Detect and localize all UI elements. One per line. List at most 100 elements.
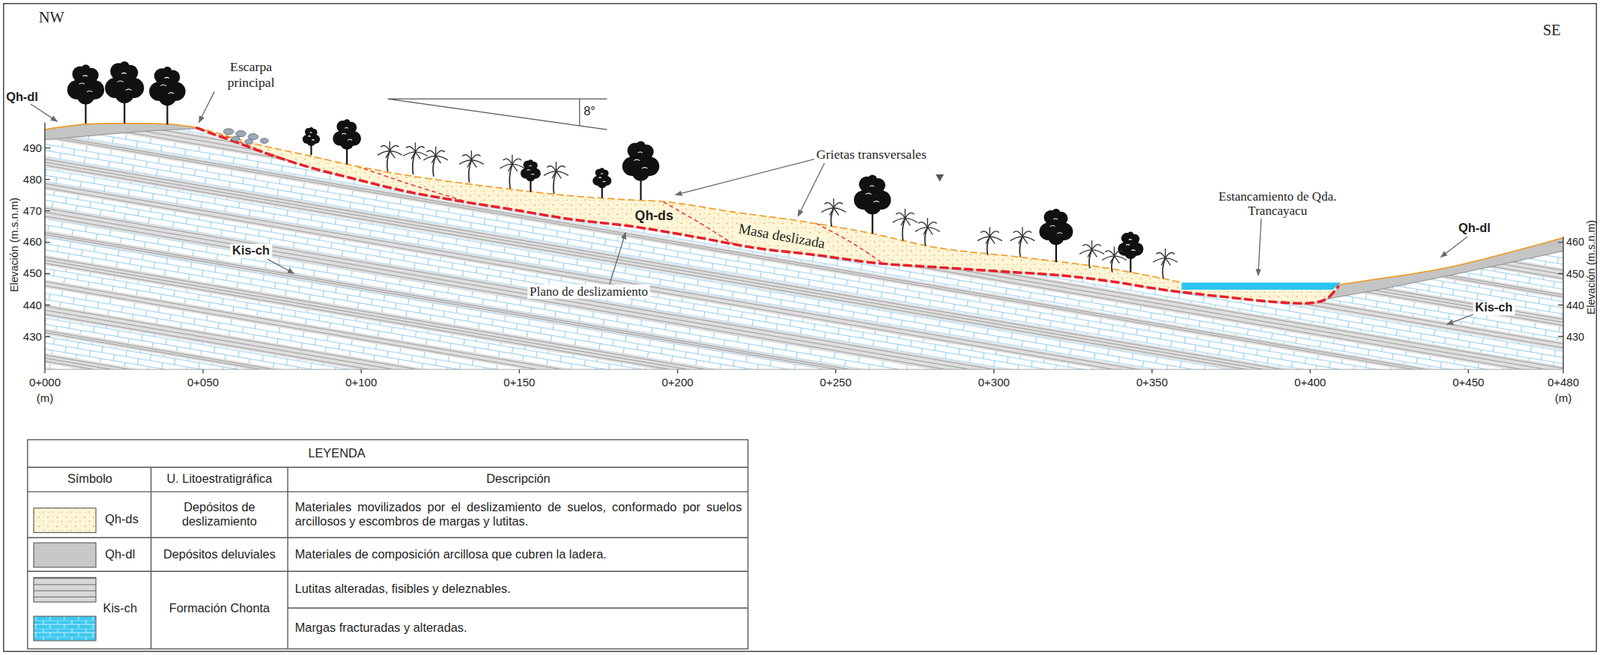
legend-description: Lutitas alteradas, fisibles y deleznable… <box>295 582 511 598</box>
tree-canopy <box>76 86 95 105</box>
palm-frond <box>380 145 390 151</box>
palm-symbol <box>1079 241 1105 269</box>
tick-label: 0+100 <box>345 376 377 389</box>
palm-symbol <box>423 146 448 177</box>
legend-unit: Depósitos de deslizamiento <box>155 501 283 530</box>
palm-frond <box>904 212 914 218</box>
tree-canopy <box>163 66 173 76</box>
shale-band <box>44 34 1564 299</box>
axis-title: Elevación (m.s.n.m) <box>8 197 21 293</box>
tick-label: 460 <box>23 235 42 249</box>
ground-surface-line <box>1338 238 1564 286</box>
palm-frond <box>1013 231 1023 237</box>
cobble <box>223 128 234 135</box>
landslide-surface-line <box>196 127 1183 283</box>
palm-frond <box>1114 256 1120 264</box>
leader-arrow <box>608 232 626 287</box>
cobble <box>231 136 240 142</box>
palm-frond <box>985 236 990 245</box>
palm-symbol <box>459 151 484 183</box>
ground-surface-line <box>44 123 197 130</box>
tree-symbol <box>592 167 612 198</box>
palm-frond <box>1165 258 1171 266</box>
tick-label: 0+000 <box>29 376 61 389</box>
palm-frond <box>927 222 937 228</box>
legend-swatch <box>33 543 96 568</box>
palm-symbol <box>1152 249 1178 280</box>
shale-band <box>44 83 1564 351</box>
tick-label: 470 <box>23 204 42 218</box>
tree-canopy <box>115 84 135 104</box>
leader-arrow <box>1447 313 1478 325</box>
palm-frond <box>426 150 436 156</box>
palm-frond <box>462 155 472 161</box>
callout-label: Estancamiento de Qda. Trancayacu <box>1200 189 1354 219</box>
tree-canopy <box>868 174 878 184</box>
tree-canopy <box>158 88 177 107</box>
tick-label: 450 <box>1566 267 1585 280</box>
palm-frond <box>833 202 843 209</box>
palm-frond <box>1104 250 1114 257</box>
cobble <box>259 138 269 144</box>
tree-canopy <box>309 127 314 132</box>
tree-canopy <box>340 136 354 150</box>
legend-symbol: Kis-ch <box>103 602 138 617</box>
tree-symbol <box>520 159 541 192</box>
palm-frond <box>503 158 513 165</box>
palm-frond <box>1087 250 1092 258</box>
leader-arrow <box>267 259 294 274</box>
leader-arrow <box>1258 218 1262 276</box>
figure-frame <box>3 3 1597 652</box>
tree-canopy <box>80 64 90 74</box>
palm-frond <box>435 150 445 156</box>
unit-label: Qh-ds <box>632 208 676 224</box>
tree-symbol <box>302 127 320 156</box>
shale-lamina <box>44 0 1564 251</box>
palm-frond <box>980 231 990 237</box>
shale-lamina <box>44 11 1564 279</box>
callout-label: Masa deslizada <box>734 220 828 254</box>
tree-symbol <box>853 174 891 234</box>
tree-canopy <box>1051 208 1060 218</box>
palm-frond <box>555 171 562 180</box>
orientation-label: NW <box>38 9 65 28</box>
shale-band <box>44 132 1564 398</box>
water-pond <box>1181 283 1341 291</box>
tick-label: 0+150 <box>503 376 535 389</box>
unit-label: (m) <box>36 391 54 405</box>
unit-label: Kis-ch <box>1473 301 1515 316</box>
tick-label: 0+250 <box>820 376 852 389</box>
leader-arrow <box>797 163 824 217</box>
legend-border <box>27 439 749 649</box>
palm-frond <box>918 222 928 228</box>
palm-frond <box>904 218 911 227</box>
shale-band <box>44 0 1564 253</box>
unit-label: (m) <box>1555 391 1572 405</box>
tick-label: 440 <box>1566 298 1585 311</box>
palm-symbol <box>499 155 525 189</box>
palm-symbol <box>915 218 941 247</box>
tree-canopy <box>1047 228 1065 245</box>
palm-frond <box>1082 244 1092 251</box>
tick-label: 0+050 <box>187 376 219 389</box>
cobble <box>247 134 259 141</box>
palm-frond <box>431 156 436 165</box>
shale-lamina <box>44 159 1564 424</box>
orientation-label: SE <box>1543 21 1562 40</box>
axis-ticks <box>44 148 1564 374</box>
legend-unit: Formación Chonta <box>155 602 283 617</box>
leader-arrow <box>1440 236 1467 257</box>
tree-texture <box>633 152 648 169</box>
legend-grid <box>27 467 749 650</box>
palm-frond <box>824 202 834 209</box>
tree-canopy <box>631 163 650 182</box>
tree-canopy <box>1124 247 1138 260</box>
leader-arrow <box>675 159 815 196</box>
palm-frond <box>927 227 933 236</box>
palm-frond <box>989 236 995 245</box>
palm-symbol <box>1010 227 1036 258</box>
shale-lamina <box>44 36 1564 298</box>
shale-band <box>44 10 1564 281</box>
tick-label: 440 <box>23 298 42 312</box>
